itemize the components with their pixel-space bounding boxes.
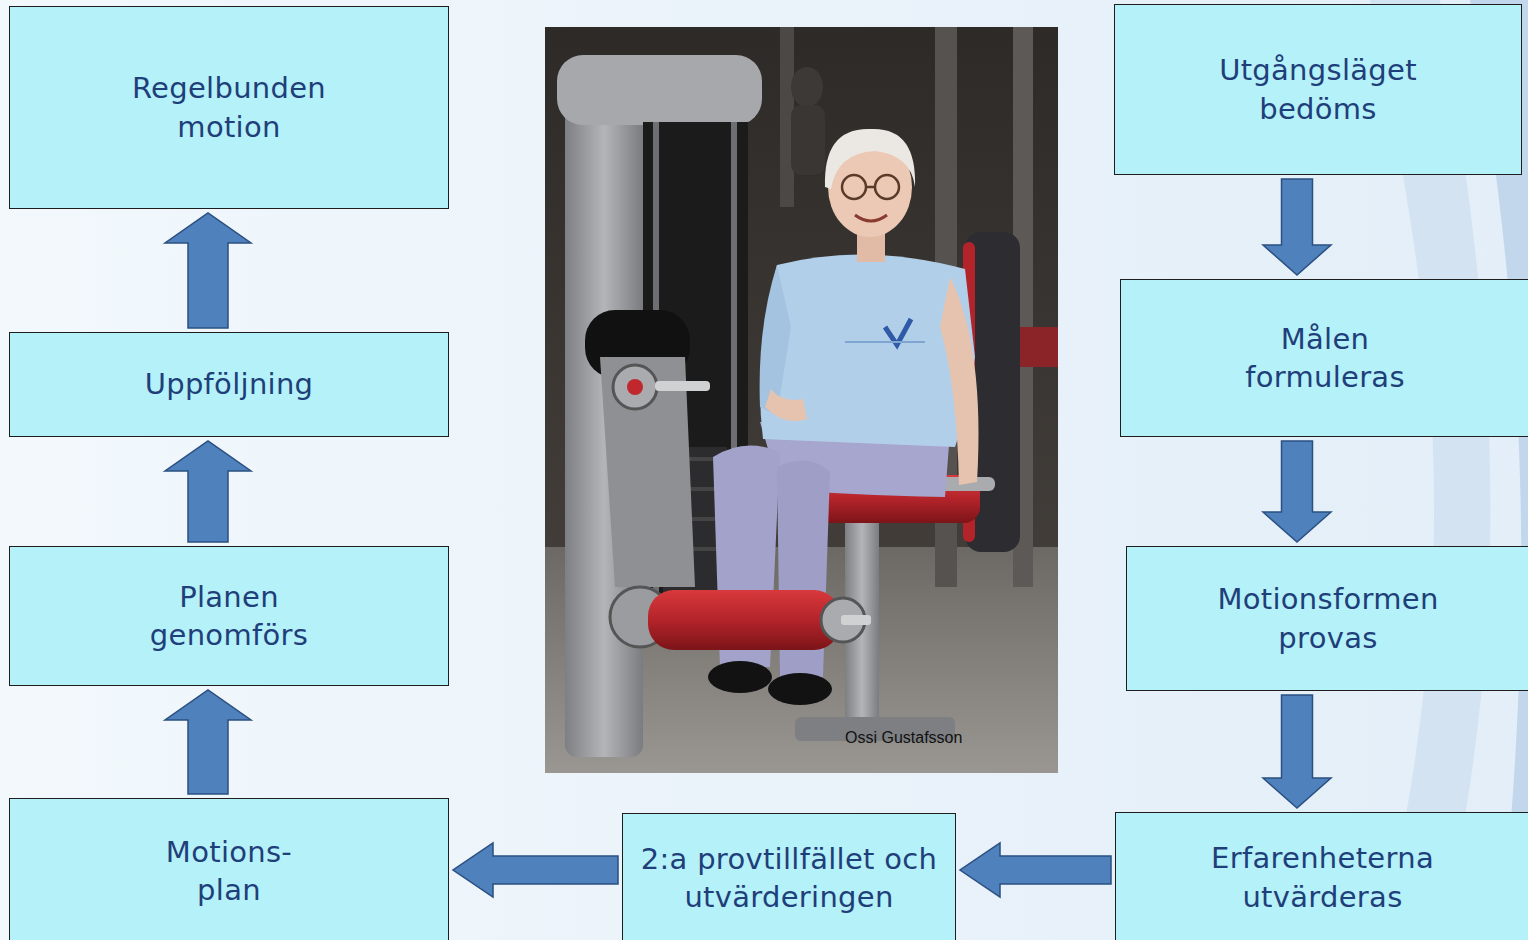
box-text: 2:a provtillfället och utvärderingen bbox=[634, 840, 944, 917]
box-text: Motionsformen provas bbox=[1188, 580, 1468, 657]
process-box: Regelbunden motion bbox=[9, 6, 449, 209]
box-text: Uppföljning bbox=[145, 365, 314, 403]
box-text: Motions- plan bbox=[144, 833, 314, 910]
box-text: Erfarenheterna utvärderas bbox=[1173, 839, 1473, 916]
box-text: Planen genomförs bbox=[109, 578, 349, 655]
block-arrow bbox=[960, 843, 1111, 897]
gym-photo bbox=[545, 27, 1058, 773]
process-box: Erfarenheterna utvärderas bbox=[1115, 812, 1528, 940]
process-box: Motionsformen provas bbox=[1126, 546, 1528, 691]
block-arrow bbox=[165, 213, 251, 328]
block-arrow bbox=[1263, 179, 1331, 275]
box-text: Regelbunden motion bbox=[114, 69, 344, 146]
process-box: Motions- plan bbox=[9, 798, 449, 940]
block-arrow bbox=[1263, 441, 1331, 542]
block-arrow bbox=[165, 441, 251, 542]
process-box: Uppföljning bbox=[9, 332, 449, 437]
box-text: Utgångsläget bedöms bbox=[1168, 51, 1468, 128]
photo-credit: Ossi Gustafsson bbox=[845, 729, 962, 747]
block-arrow bbox=[165, 690, 251, 794]
block-arrow bbox=[1263, 695, 1331, 808]
process-box: 2:a provtillfället och utvärderingen bbox=[622, 813, 956, 940]
process-box: Utgångsläget bedöms bbox=[1114, 4, 1522, 175]
box-text: Målen formuleras bbox=[1205, 320, 1445, 397]
process-box: Planen genomförs bbox=[9, 546, 449, 686]
process-box: Målen formuleras bbox=[1120, 279, 1528, 437]
block-arrow bbox=[453, 843, 618, 897]
